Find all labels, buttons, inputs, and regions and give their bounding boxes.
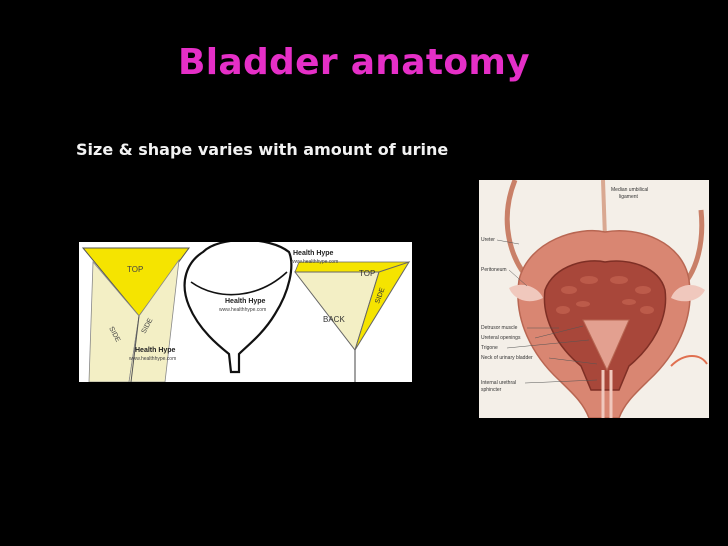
middle-watermark: Health Hype: [225, 298, 266, 305]
label-ligament: ligament: [619, 194, 639, 200]
bladder-shape-svg: TOP SIDE SIDE Health Hype www.healthhype…: [81, 242, 411, 382]
label-ureteral-openings: Ureteral openings: [481, 335, 521, 341]
left-watermark: Health Hype: [135, 347, 176, 354]
left-top-label: TOP: [127, 265, 143, 274]
cup-outline: [183, 242, 293, 374]
peritoneum-right: [671, 284, 705, 302]
label-sphincter: sphincter: [481, 387, 502, 393]
right-watermark-url: www.healthhype.com: [291, 259, 338, 265]
label-ureter: Ureter: [481, 237, 495, 243]
right-side-face: [354, 261, 411, 351]
label-internal-urethral: Internal urethral: [481, 380, 516, 386]
label-detrusor: Detrusor muscle: [481, 325, 518, 331]
pointer-arrow: [670, 355, 708, 367]
right-back-label: BACK: [323, 315, 345, 324]
left-edge: [130, 315, 140, 382]
left-side-face-a: [88, 260, 140, 382]
right-top-label: TOP: [359, 269, 375, 278]
slide-title: Bladder anatomy: [178, 42, 530, 83]
right-watermark: Health Hype: [293, 250, 334, 257]
label-median-umbilical: Median umbilical: [611, 187, 648, 193]
trigone-shape: [582, 319, 630, 372]
label-trigone: Trigone: [481, 345, 498, 351]
bladder-shape-diagram: TOP SIDE SIDE Health Hype www.healthhype…: [79, 242, 412, 382]
slide-subtitle: Size & shape varies with amount of urine: [76, 140, 449, 159]
left-side-face-b: [128, 258, 180, 382]
left-watermark-url: www.healthhype.com: [129, 356, 176, 362]
label-peritoneum: Peritoneum: [481, 267, 507, 273]
rugae: [556, 276, 654, 314]
right-back-face: [293, 271, 380, 352]
bladder-anatomy-diagram: Median umbilical ligament Ureter Periton…: [479, 180, 709, 418]
bladder-anatomy-svg: Median umbilical ligament Ureter Periton…: [479, 180, 709, 418]
cup-inner-line: [190, 271, 288, 296]
peritoneum-left: [509, 284, 543, 302]
label-neck: Neck of urinary bladder: [481, 355, 533, 361]
urethra: [601, 370, 613, 418]
middle-watermark-url: www.healthhype.com: [219, 307, 266, 313]
leader-lines: [496, 239, 598, 384]
median-ligament: [601, 180, 607, 239]
